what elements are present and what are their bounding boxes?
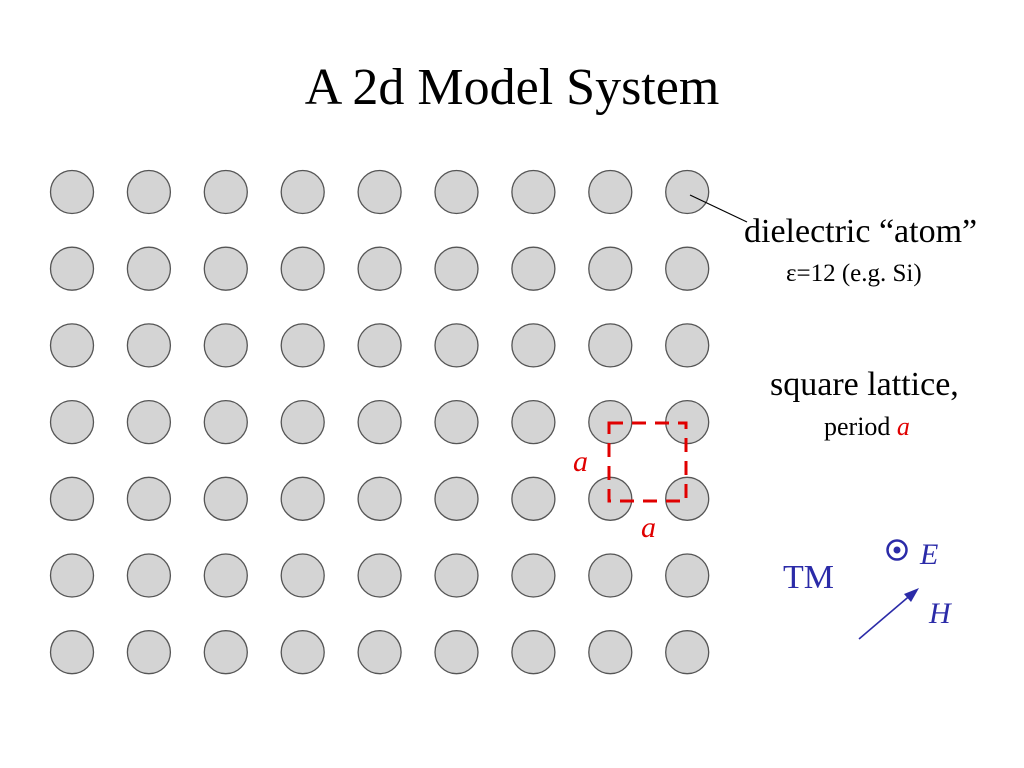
dielectric-atom [665, 246, 710, 291]
square-lattice-label: square lattice, [770, 366, 959, 403]
dielectric-atom [357, 476, 402, 521]
dielectric-atom [434, 553, 479, 598]
dielectric-atom [511, 553, 556, 598]
slide-title: A 2d Model System [304, 59, 720, 116]
dielectric-atom [126, 476, 172, 521]
period-prefix: period [824, 412, 897, 441]
dielectric-atom [203, 246, 248, 291]
dielectric-atom [665, 169, 710, 215]
dielectric-atom [126, 553, 172, 598]
dielectric-atom [280, 246, 325, 291]
dielectric-atom [126, 630, 172, 675]
dielectric-atom [49, 630, 95, 675]
dielectric-atom [280, 323, 325, 368]
dielectric-atom [203, 630, 248, 675]
dielectric-atom [588, 630, 633, 675]
dielectric-atom [280, 553, 325, 598]
dielectric-atom [357, 246, 402, 291]
dielectric-atom [665, 553, 710, 598]
dielectric-atom [280, 399, 325, 445]
dielectric-atom [49, 553, 95, 598]
dielectric-atom [588, 246, 633, 291]
dielectric-atom [434, 246, 479, 291]
dielectric-atom [49, 246, 95, 291]
dielectric-atom [511, 630, 556, 675]
dielectric-atom [49, 169, 95, 215]
dielectric-atom [434, 323, 479, 368]
dielectric-atom [126, 246, 172, 291]
tm-mode-label: TM [783, 559, 834, 596]
dielectric-atom [665, 630, 710, 675]
unit-cell-side-label-bottom: a [641, 511, 656, 544]
dielectric-atom [203, 169, 248, 215]
atom-leader-line [689, 194, 748, 223]
dielectric-atom [203, 399, 248, 445]
dielectric-atom [280, 630, 325, 675]
dielectric-atom [49, 399, 95, 445]
h-field-label: H [929, 597, 951, 630]
dielectric-atom [357, 630, 402, 675]
dielectric-atom [203, 553, 248, 598]
dielectric-atom [588, 553, 633, 598]
dielectric-atom [511, 323, 556, 368]
dielectric-atom [511, 476, 556, 521]
e-field-label: E [920, 538, 939, 571]
dielectric-atom [203, 476, 248, 521]
e-field-out-of-page-icon [886, 539, 908, 561]
dielectric-atom [511, 246, 556, 291]
dielectric-atom [434, 476, 479, 521]
dielectric-atom [434, 399, 479, 445]
dielectric-atom [280, 169, 325, 215]
dielectric-atom [434, 169, 479, 215]
dielectric-atom [511, 169, 556, 215]
dielectric-atom [588, 169, 633, 215]
unit-cell-outline [607, 421, 688, 503]
dielectric-atom [588, 323, 633, 368]
dielectric-atom [49, 476, 95, 521]
dielectric-atom [434, 630, 479, 675]
atom-grid [49, 169, 710, 675]
dielectric-atom [126, 323, 172, 368]
unit-cell-side-label-left: a [573, 445, 588, 478]
dielectric-atom [280, 476, 325, 521]
dielectric-atom [357, 399, 402, 445]
dielectric-atom [665, 476, 710, 521]
dielectric-atom [203, 323, 248, 368]
period-label: period a [824, 410, 910, 444]
dielectric-atom [126, 399, 172, 445]
dielectric-atom [49, 323, 95, 368]
dielectric-atom [126, 169, 172, 215]
dielectric-atom [357, 169, 402, 215]
dielectric-atom [665, 323, 710, 368]
dielectric-atom [511, 399, 556, 445]
period-symbol: a [896, 412, 910, 441]
dielectric-atom [357, 323, 402, 368]
dielectric-atom-label: dielectric “atom” [744, 213, 978, 250]
epsilon-value-label: ε=12 (e.g. Si) [786, 260, 922, 287]
dielectric-atom [357, 553, 402, 598]
h-field-arrow-icon [858, 588, 919, 640]
